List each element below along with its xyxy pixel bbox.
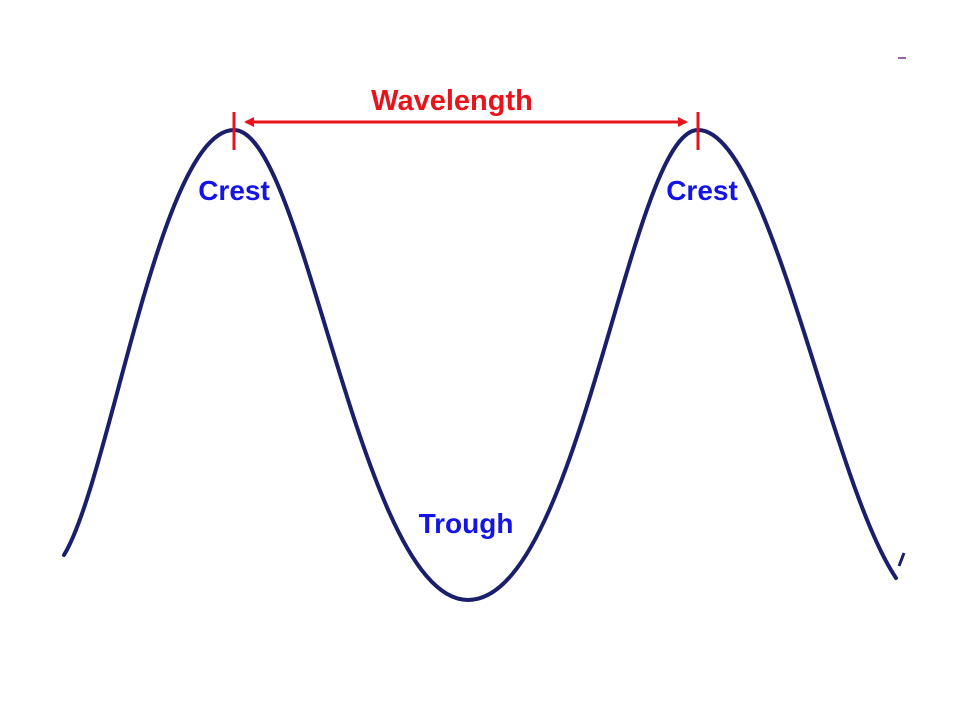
crest-label-left: Crest <box>198 175 270 206</box>
wave-curve <box>62 127 898 603</box>
crest-label-right: Crest <box>666 175 738 206</box>
wave-edge-fragment <box>897 552 906 567</box>
wavelength-label: Wavelength <box>371 85 533 117</box>
trough-label: Trough <box>419 508 514 539</box>
